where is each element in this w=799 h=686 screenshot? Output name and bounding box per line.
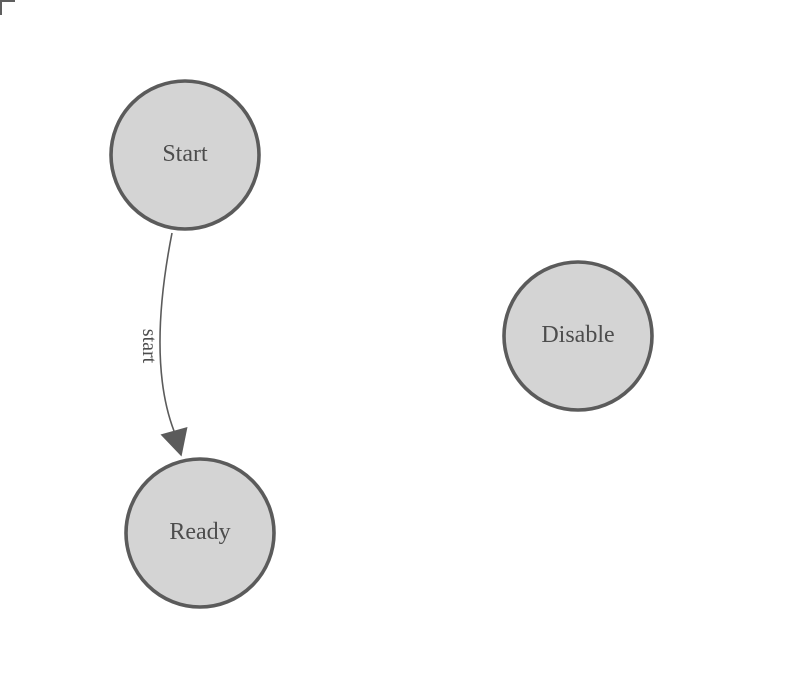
node-label-disable: Disable [541,322,614,348]
state-node-start[interactable] [109,79,261,231]
transition-edge-start-to-ready[interactable] [159,232,175,432]
edge-label-start-to-ready: start [138,329,160,364]
node-label-start: Start [162,141,208,167]
edge-arrowhead-start-to-ready [160,427,188,457]
node-label-ready: Ready [169,519,230,545]
state-node-disable[interactable] [502,260,654,412]
state-node-ready[interactable] [124,457,276,609]
